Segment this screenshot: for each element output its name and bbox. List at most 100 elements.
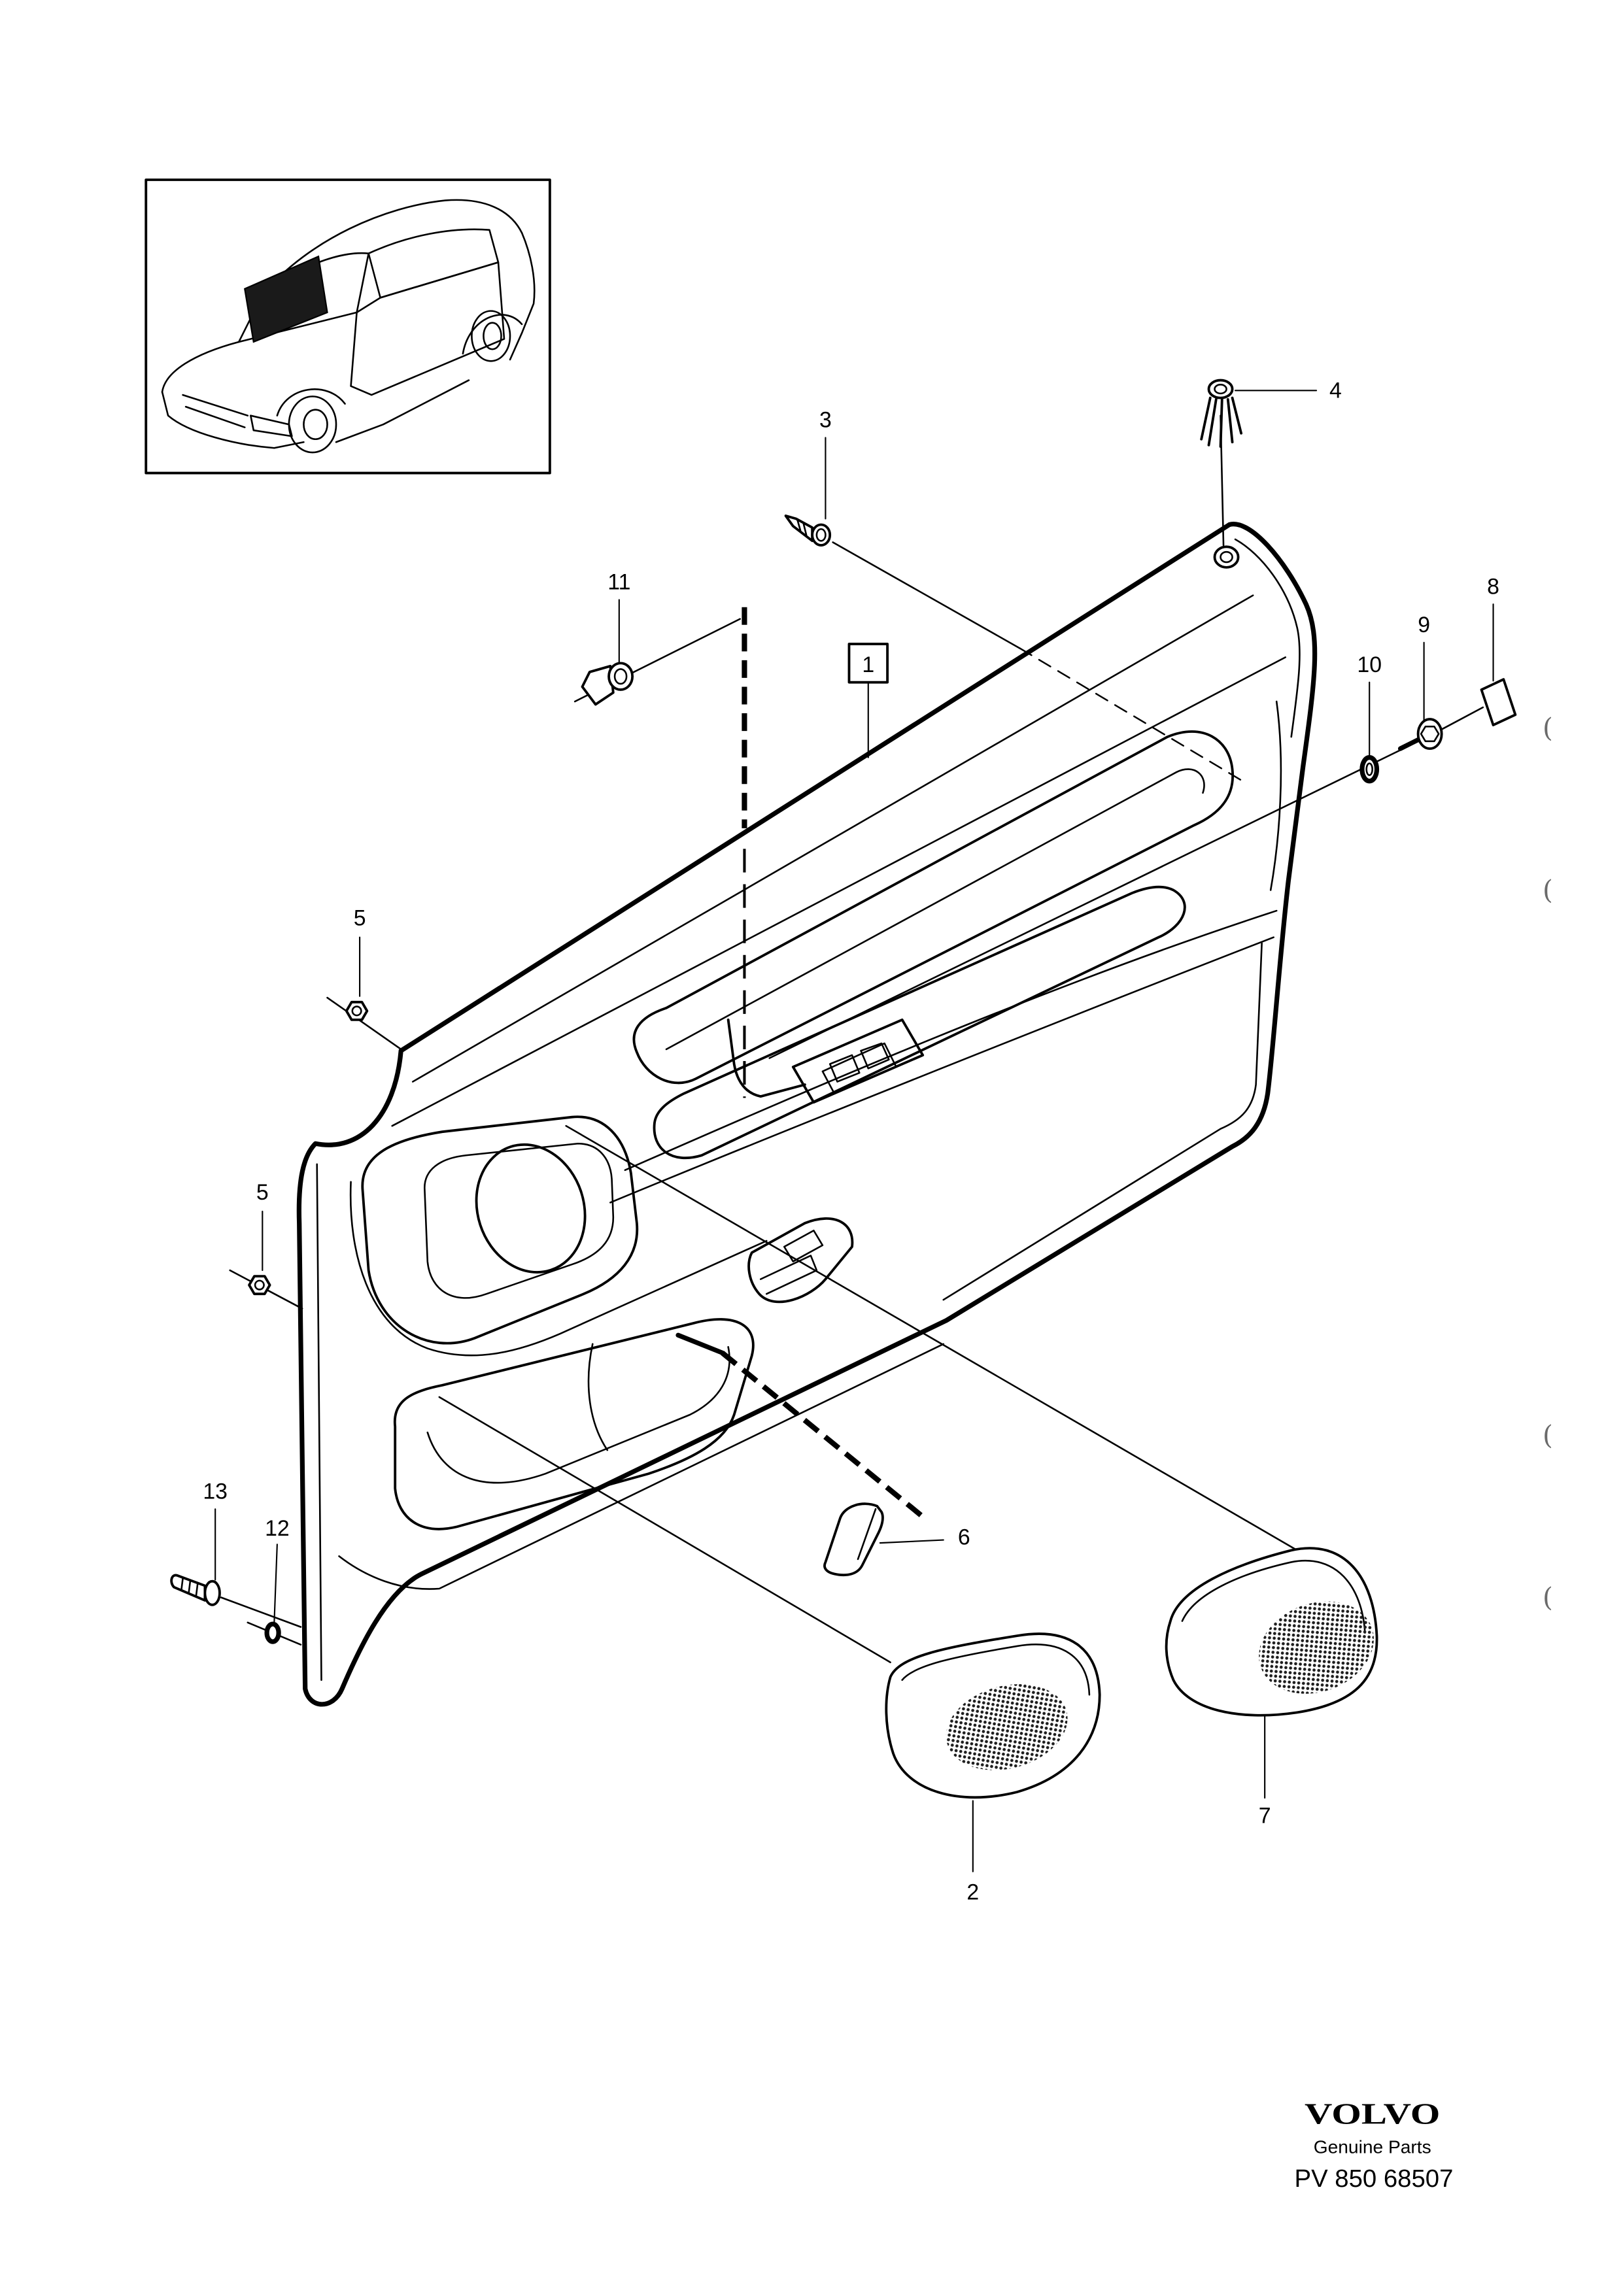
callout-10: 10 [1357,652,1382,677]
clip-head [1207,379,1234,399]
part-2-speaker-grille [885,1632,1101,1799]
clip-head-center [613,668,628,685]
part-7-line [565,1124,1299,1551]
part-11-clip [581,662,634,706]
callout-box-1 [847,643,889,684]
nut-hex [345,1000,369,1021]
margin-mark: ( [1543,874,1553,905]
part-13-line [220,1596,302,1628]
callout-8: 8 [1487,574,1499,599]
washer-ring [1359,755,1380,784]
part-6-seat-bar [675,1332,725,1355]
callout-2: 2 [966,1880,979,1905]
door-panel-corner-rim [1234,538,1301,738]
part-6-cap [823,1502,884,1577]
brand-block: VOLVO Genuine Parts PV 850 68507 [1295,2097,1454,2193]
car-grille [182,394,249,429]
car-front-wheel [288,396,337,454]
clip-mounting-hole-inner [1220,550,1233,564]
part-13-bolt [170,1574,221,1606]
callout-9: 9 [1418,613,1430,637]
callout-6: 6 [958,1525,970,1549]
inner-release-handle [747,1217,854,1304]
washer-hole [1365,762,1374,776]
map-pocket-outer [393,1318,755,1530]
car-sill [335,379,470,443]
car-front-arch [276,388,346,416]
callout-4: 4 [1329,379,1342,403]
diagram-number: PV 850 68507 [1295,2165,1454,2193]
margin-mark: ( [1543,1419,1553,1451]
car-front-face [161,391,305,449]
window-switch-bezel [821,1042,897,1094]
door-pull-recess [632,730,1235,1085]
inner-release-lever [783,1229,824,1262]
margin-mark: ( [1543,1581,1553,1613]
part-7-speaker-grille [1165,1547,1378,1717]
door-panel [296,522,1318,1707]
car-front-hub [303,409,328,441]
callout-labels: 1 2 3 4 5 5 6 7 8 9 10 11 12 13 [203,379,1499,1905]
leader-6 [879,1539,944,1544]
car-hood-line [161,311,358,393]
door-panel-outline [296,522,1318,1707]
callout-1: 1 [862,652,874,677]
callout-12: 12 [265,1516,290,1541]
margin-marks: ( ( ( ( [1543,712,1553,1613]
part-5-nut-lower [248,1275,271,1296]
screw-head [811,523,832,547]
clip-body [581,664,615,706]
car-door [350,261,505,396]
cap-body [823,1502,884,1577]
margin-mark: ( [1543,712,1553,743]
bolt-thread [180,1577,199,1597]
callout-3: 3 [819,408,832,433]
screw-head-recess [815,528,827,542]
handle-area-contour [349,1181,768,1357]
callout-leaders [214,390,1494,1872]
door-panel-lower-trim [338,1343,945,1590]
clip-fringe [1200,396,1243,448]
part-6-dashed-line [721,1351,927,1520]
door-pull-cup [726,1018,806,1098]
leader-12 [273,1544,278,1623]
callout-13: 13 [203,1479,228,1504]
window-switch-left [829,1054,861,1083]
car-headlight [249,414,293,437]
part-8-9-line [1437,706,1484,732]
door-panel-bottom-inner-edge [942,942,1263,1301]
part-5a-line [326,996,402,1051]
armrest-base-line [609,936,1274,1204]
cap-edge [857,1508,877,1561]
brand-logo: VOLVO [1305,2097,1440,2130]
car-rear-arch [462,314,523,355]
callout-7: 7 [1259,1803,1271,1828]
window-switch-panel [791,1018,925,1104]
nut-bore [254,1279,265,1291]
grille-rim [1181,1559,1366,1634]
car-location-icon [145,178,551,475]
nut-bore [351,1005,362,1017]
map-pocket-inner [426,1346,730,1484]
bolt-head [203,1579,221,1606]
part-2-line [438,1396,891,1664]
cover-cap-body [1480,678,1517,726]
door-panel-right-inner-edge [1269,700,1282,891]
part-4-clip [1200,379,1243,448]
door-panel-upper-trim-line [391,656,1287,1127]
clip-mounting-hole [1213,545,1240,569]
part-10-washer [1359,755,1380,784]
car-side-window [367,228,500,299]
grille-mesh [946,1684,1068,1770]
door-pull-recess-inner [665,768,1205,1051]
grille-rim [901,1644,1091,1696]
car-rear-hub [483,322,502,350]
highlighted-door-panel-marker [244,255,328,343]
screw-thread [796,519,808,536]
part-9-screw [1397,718,1443,751]
handle-cup-oval [475,1143,587,1274]
screw-shank [1397,737,1421,751]
grille-mesh [1259,1601,1374,1694]
callout-5-upper: 5 [354,906,366,931]
